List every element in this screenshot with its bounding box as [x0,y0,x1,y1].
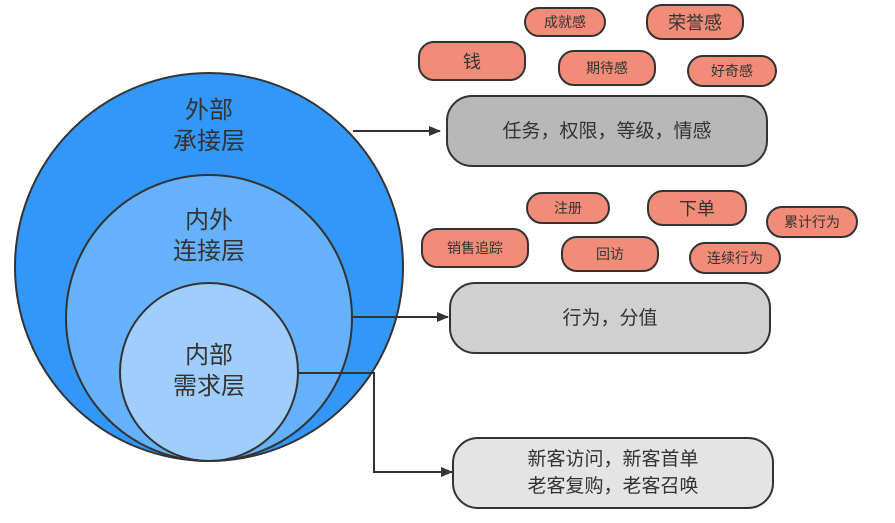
tag-expectation: 期待感 [558,50,656,86]
outer-layer-label-line2: 承接层 [173,127,245,155]
outer-layer-box: 任务，权限，等级，情感 [446,95,768,167]
inner-layer-label-line1: 内部 [185,341,233,369]
inner-layer-box-line2: 老客复购，老客召唤 [527,475,699,497]
middle-layer-box: 行为，分值 [449,282,771,354]
tag-order: 下单 [647,190,747,226]
tag-honor: 荣誉感 [646,4,744,40]
inner-layer-label-line2: 需求层 [173,372,245,400]
tag-money: 钱 [418,41,526,81]
inner-layer-box: 新客访问，新客首单 老客复购，老客召唤 [452,437,774,509]
tag-continuous-behavior: 连续行为 [689,242,781,274]
tag-achievement: 成就感 [524,7,606,37]
middle-layer-label-line2: 连接层 [173,237,245,265]
tag-cumulative-behavior: 累计行为 [766,206,858,238]
inner-layer-label: 内部 需求层 [129,340,289,402]
outer-layer-label: 外部 承接层 [129,95,289,157]
middle-layer-label: 内外 连接层 [129,205,289,267]
tag-revisit: 回访 [561,236,659,272]
tag-curiosity: 好奇感 [687,55,777,87]
outer-layer-label-line1: 外部 [185,96,233,124]
middle-layer-label-line1: 内外 [185,206,233,234]
inner-layer-box-line1: 新客访问，新客首单 [527,448,699,470]
tag-sales-tracking: 销售追踪 [421,228,529,268]
connector-inner [297,372,453,477]
tag-register: 注册 [526,192,610,224]
